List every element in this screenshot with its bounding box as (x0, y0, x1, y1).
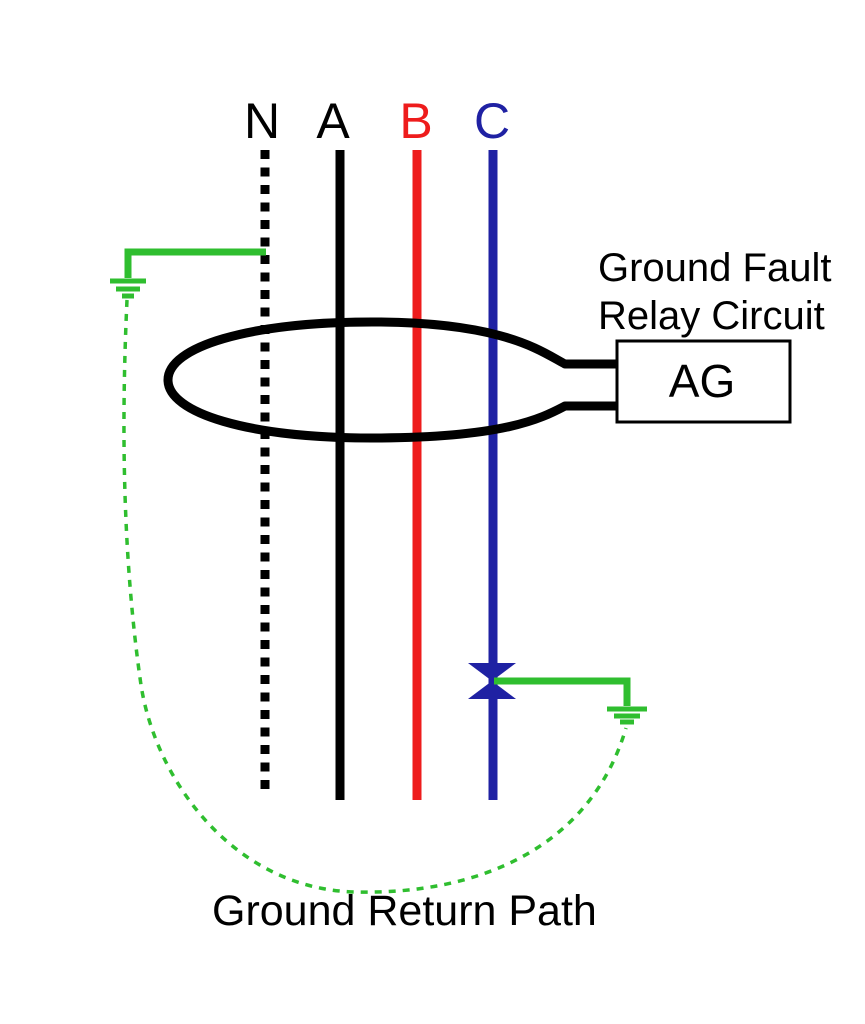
earth-ground-symbol-left (110, 278, 146, 299)
relay-title-line2: Relay Circuit (598, 294, 825, 338)
phase-label-b: B (399, 93, 432, 149)
phase-label-a: A (316, 93, 350, 149)
fault-triangle-top (468, 663, 516, 681)
ground-return-path-label: Ground Return Path (212, 887, 597, 935)
fault-ground-wire-group (494, 677, 647, 725)
relay-box (615, 339, 792, 424)
ground-return-path-curve (122, 299, 628, 894)
fault-ground-wire (494, 677, 631, 706)
phase-label-n: N (244, 93, 280, 149)
fault-triangle-bottom (468, 681, 516, 699)
relay-title-line1: Ground Fault (598, 246, 831, 290)
neutral-ground-bond-group (110, 248, 266, 299)
relay-box-label: AG (669, 355, 735, 407)
earth-ground-symbol-right (607, 706, 647, 725)
phase-label-c: C (474, 93, 510, 149)
fault-symbol-phase-c (468, 663, 516, 699)
neutral-ground-wire (124, 248, 266, 278)
ct-sensor-loop (163, 317, 623, 443)
